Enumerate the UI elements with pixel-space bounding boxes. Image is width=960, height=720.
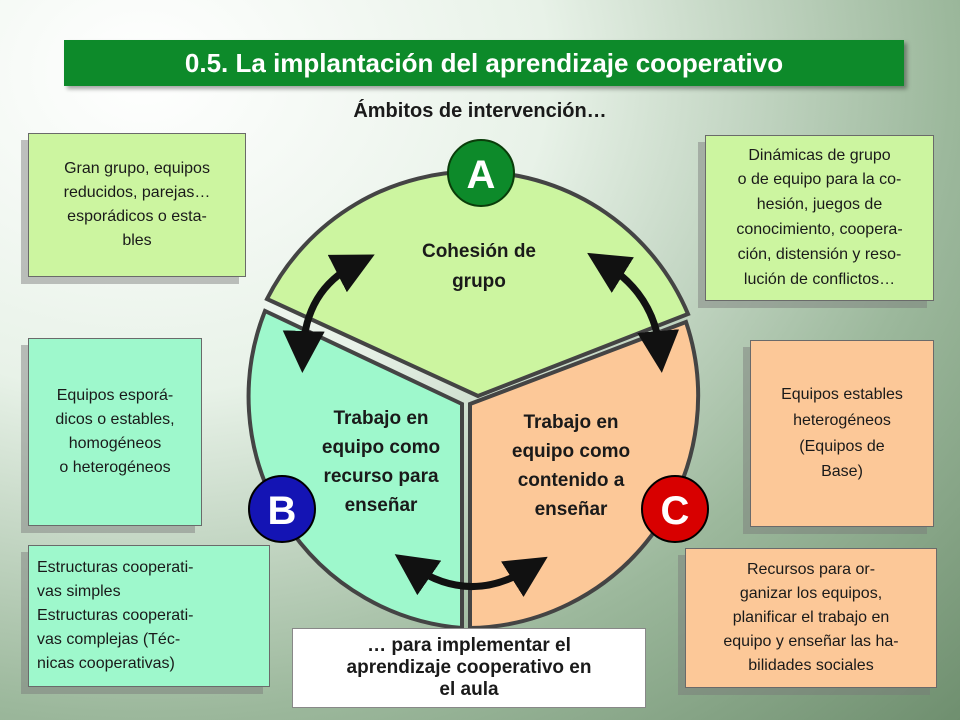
circle-b: B [248,475,316,543]
segment-c-label-2: equipo como [512,441,630,462]
segment-c-label-3: contenido a [518,470,625,491]
box-a-right: Dinámicas de grupo o de equipo para la c… [705,135,934,301]
circle-a: A [447,139,515,207]
arrow-a-b [282,254,375,373]
segment-a-label-2: grupo [452,271,506,292]
box-b-left: Equipos esporá- dicos o estables, homogé… [28,338,202,526]
arrow-b-c [394,554,548,597]
box-a-left: Gran grupo, equipos reducidos, parejas… … [28,133,246,277]
letter-b: B [268,489,297,533]
segment-b-label-3: recurso para [323,466,439,487]
segment-b-label-1: Trabajo en [333,408,428,429]
segment-a-label-1: Cohesión de [422,241,536,262]
subtitle: Ámbitos de intervención… [353,100,607,122]
footer-box: … para implementar el aprendizaje cooper… [292,628,646,708]
segment-c-label-1: Trabajo en [523,412,618,433]
box-c-right: Equipos estables heterogéneos (Equipos d… [750,340,934,527]
segment-b-label-2: equipo como [322,437,440,458]
letter-c: C [661,489,690,533]
title-bar: 0.5. La implantación del aprendizaje coo… [64,40,904,86]
segment-c-label-4: enseñar [535,499,608,520]
arrow-a-c [587,252,680,373]
segment-b-label-4: enseñar [345,495,418,516]
page-title: 0.5. La implantación del aprendizaje coo… [184,47,784,78]
letter-a: A [467,153,496,197]
box-c-bottom: Recursos para or- ganizar los equipos, p… [685,548,937,688]
box-b-bottom: Estructuras cooperati- vas simples Estru… [28,545,270,687]
circle-c: C [641,475,709,543]
